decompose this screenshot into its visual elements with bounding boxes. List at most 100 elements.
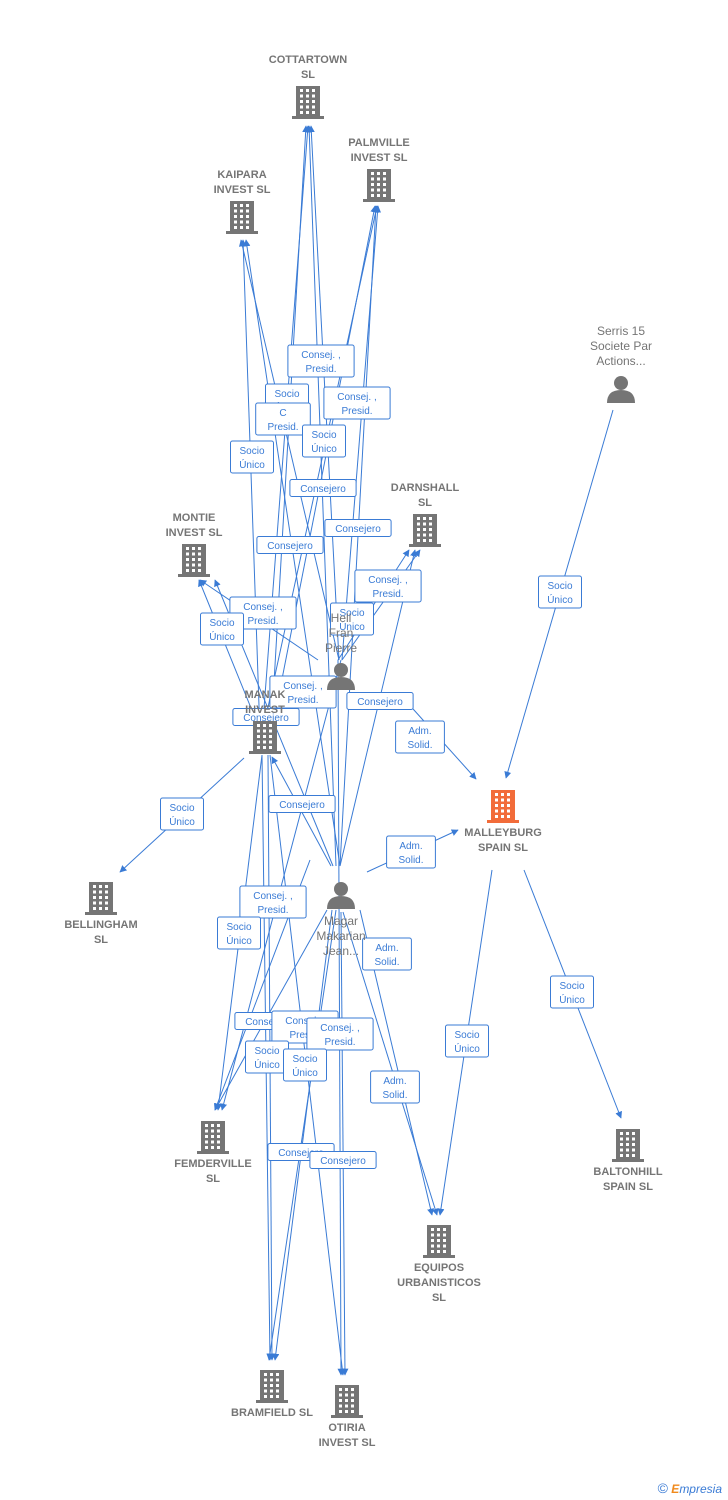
edge-label[interactable]: Adm.Solid.: [386, 835, 436, 869]
edge-label-text: Socio: [311, 430, 336, 441]
node-label: SL: [301, 69, 315, 81]
node-label: Jean...: [323, 944, 359, 958]
building-icon: [612, 1129, 644, 1162]
edge-label-text: Presid.: [341, 406, 372, 417]
edge-label-box: [370, 1070, 420, 1104]
edge-label[interactable]: Consej. ,Presid.: [354, 569, 422, 603]
edge-label-text: Socio: [239, 446, 264, 457]
edge-label[interactable]: Consej. ,Presid.: [229, 596, 297, 630]
node-label: FEMDERVILLE: [174, 1158, 251, 1170]
edge-label-text: Socio: [254, 1046, 279, 1057]
edge-label-box: [538, 575, 582, 609]
edge-label-box: [324, 519, 392, 537]
edge-label[interactable]: Consej. ,Presid.: [269, 675, 337, 709]
node-label: MALLEYBURG: [464, 827, 542, 839]
edge-label[interactable]: Consejero: [268, 795, 336, 813]
edge-label-text: Socio: [169, 803, 194, 814]
edge-label-text: Único: [254, 1058, 280, 1071]
edge-label-box: [268, 795, 336, 813]
edge-label[interactable]: Consejero: [309, 1151, 377, 1169]
node-label: SL: [432, 1292, 446, 1304]
brand-logo-text: mpresia: [679, 1482, 722, 1496]
copyright-icon: ©: [657, 1480, 668, 1496]
edge-label-box: [362, 937, 412, 971]
edge-label[interactable]: Consejero: [256, 536, 324, 554]
edge-label-box: [283, 1048, 327, 1082]
node-label: BELLINGHAM: [64, 919, 137, 931]
edge-label-box: [330, 602, 374, 636]
edge-label[interactable]: Consej. ,Presid.: [306, 1017, 374, 1051]
person-icon: [607, 376, 635, 403]
edge-label[interactable]: Adm.Solid.: [362, 937, 412, 971]
edge-label-text: Presid.: [324, 1037, 355, 1048]
node-femderville[interactable]: FEMDERVILLE SL: [174, 1121, 252, 1185]
edge-label-text: Adm.: [383, 1076, 406, 1087]
edge-label[interactable]: Consejero: [232, 708, 300, 726]
edge-label[interactable]: Consej. ,Presid.: [239, 885, 307, 919]
edge-label-text: Consej. ,: [301, 350, 340, 361]
node-label: INVEST SL: [351, 152, 408, 164]
edge-label-text: Consej. ,: [283, 681, 322, 692]
node-label: SL: [418, 497, 432, 509]
edge-label[interactable]: Consejero: [346, 692, 414, 710]
edge-label-text: Consejero: [320, 1156, 366, 1167]
building-icon: [331, 1385, 363, 1418]
edge-label[interactable]: Consejero: [324, 519, 392, 537]
edge-label-text: Consejero: [300, 484, 346, 495]
edge-label-box: [323, 386, 391, 420]
relationship-edge: [220, 659, 342, 1111]
edge-label[interactable]: Consej. ,Presid.: [287, 344, 355, 378]
node-label: SL: [206, 1173, 220, 1185]
edge-label[interactable]: Consejero: [289, 479, 357, 497]
edge-label[interactable]: Adm.Solid.: [395, 720, 445, 754]
node-label: Magar: [324, 914, 358, 928]
edge-label-text: Consejero: [335, 524, 381, 535]
edge-label-box: [255, 402, 311, 436]
node-label: BRAMFIELD SL: [231, 1407, 313, 1419]
edge-label-box: [309, 1151, 377, 1169]
edge-label[interactable]: Adm.Solid.: [370, 1070, 420, 1104]
edge-label-box: [217, 916, 261, 950]
building-icon: [178, 544, 210, 577]
edge-label-text: Presid.: [257, 905, 288, 916]
edge-label[interactable]: Consej. ,Presid.: [323, 386, 391, 420]
edge-label-text: Consejero: [245, 1017, 291, 1028]
relationship-edge: [266, 909, 337, 1361]
node-bramfield[interactable]: BRAMFIELD SL: [231, 1370, 313, 1419]
building-icon: [363, 169, 395, 202]
edge-label-text: Consej. ,: [285, 1016, 324, 1027]
node-label: INVEST SL: [214, 184, 271, 196]
building-icon: [85, 882, 117, 915]
edge-label-text: Presid.: [247, 616, 278, 627]
node-magar[interactable]: MagarMakarianJean...: [316, 882, 366, 958]
edge-label-text: Socio: [454, 1030, 479, 1041]
edge-label-text: Consej. ,: [368, 575, 407, 586]
edge-label-box: [354, 569, 422, 603]
